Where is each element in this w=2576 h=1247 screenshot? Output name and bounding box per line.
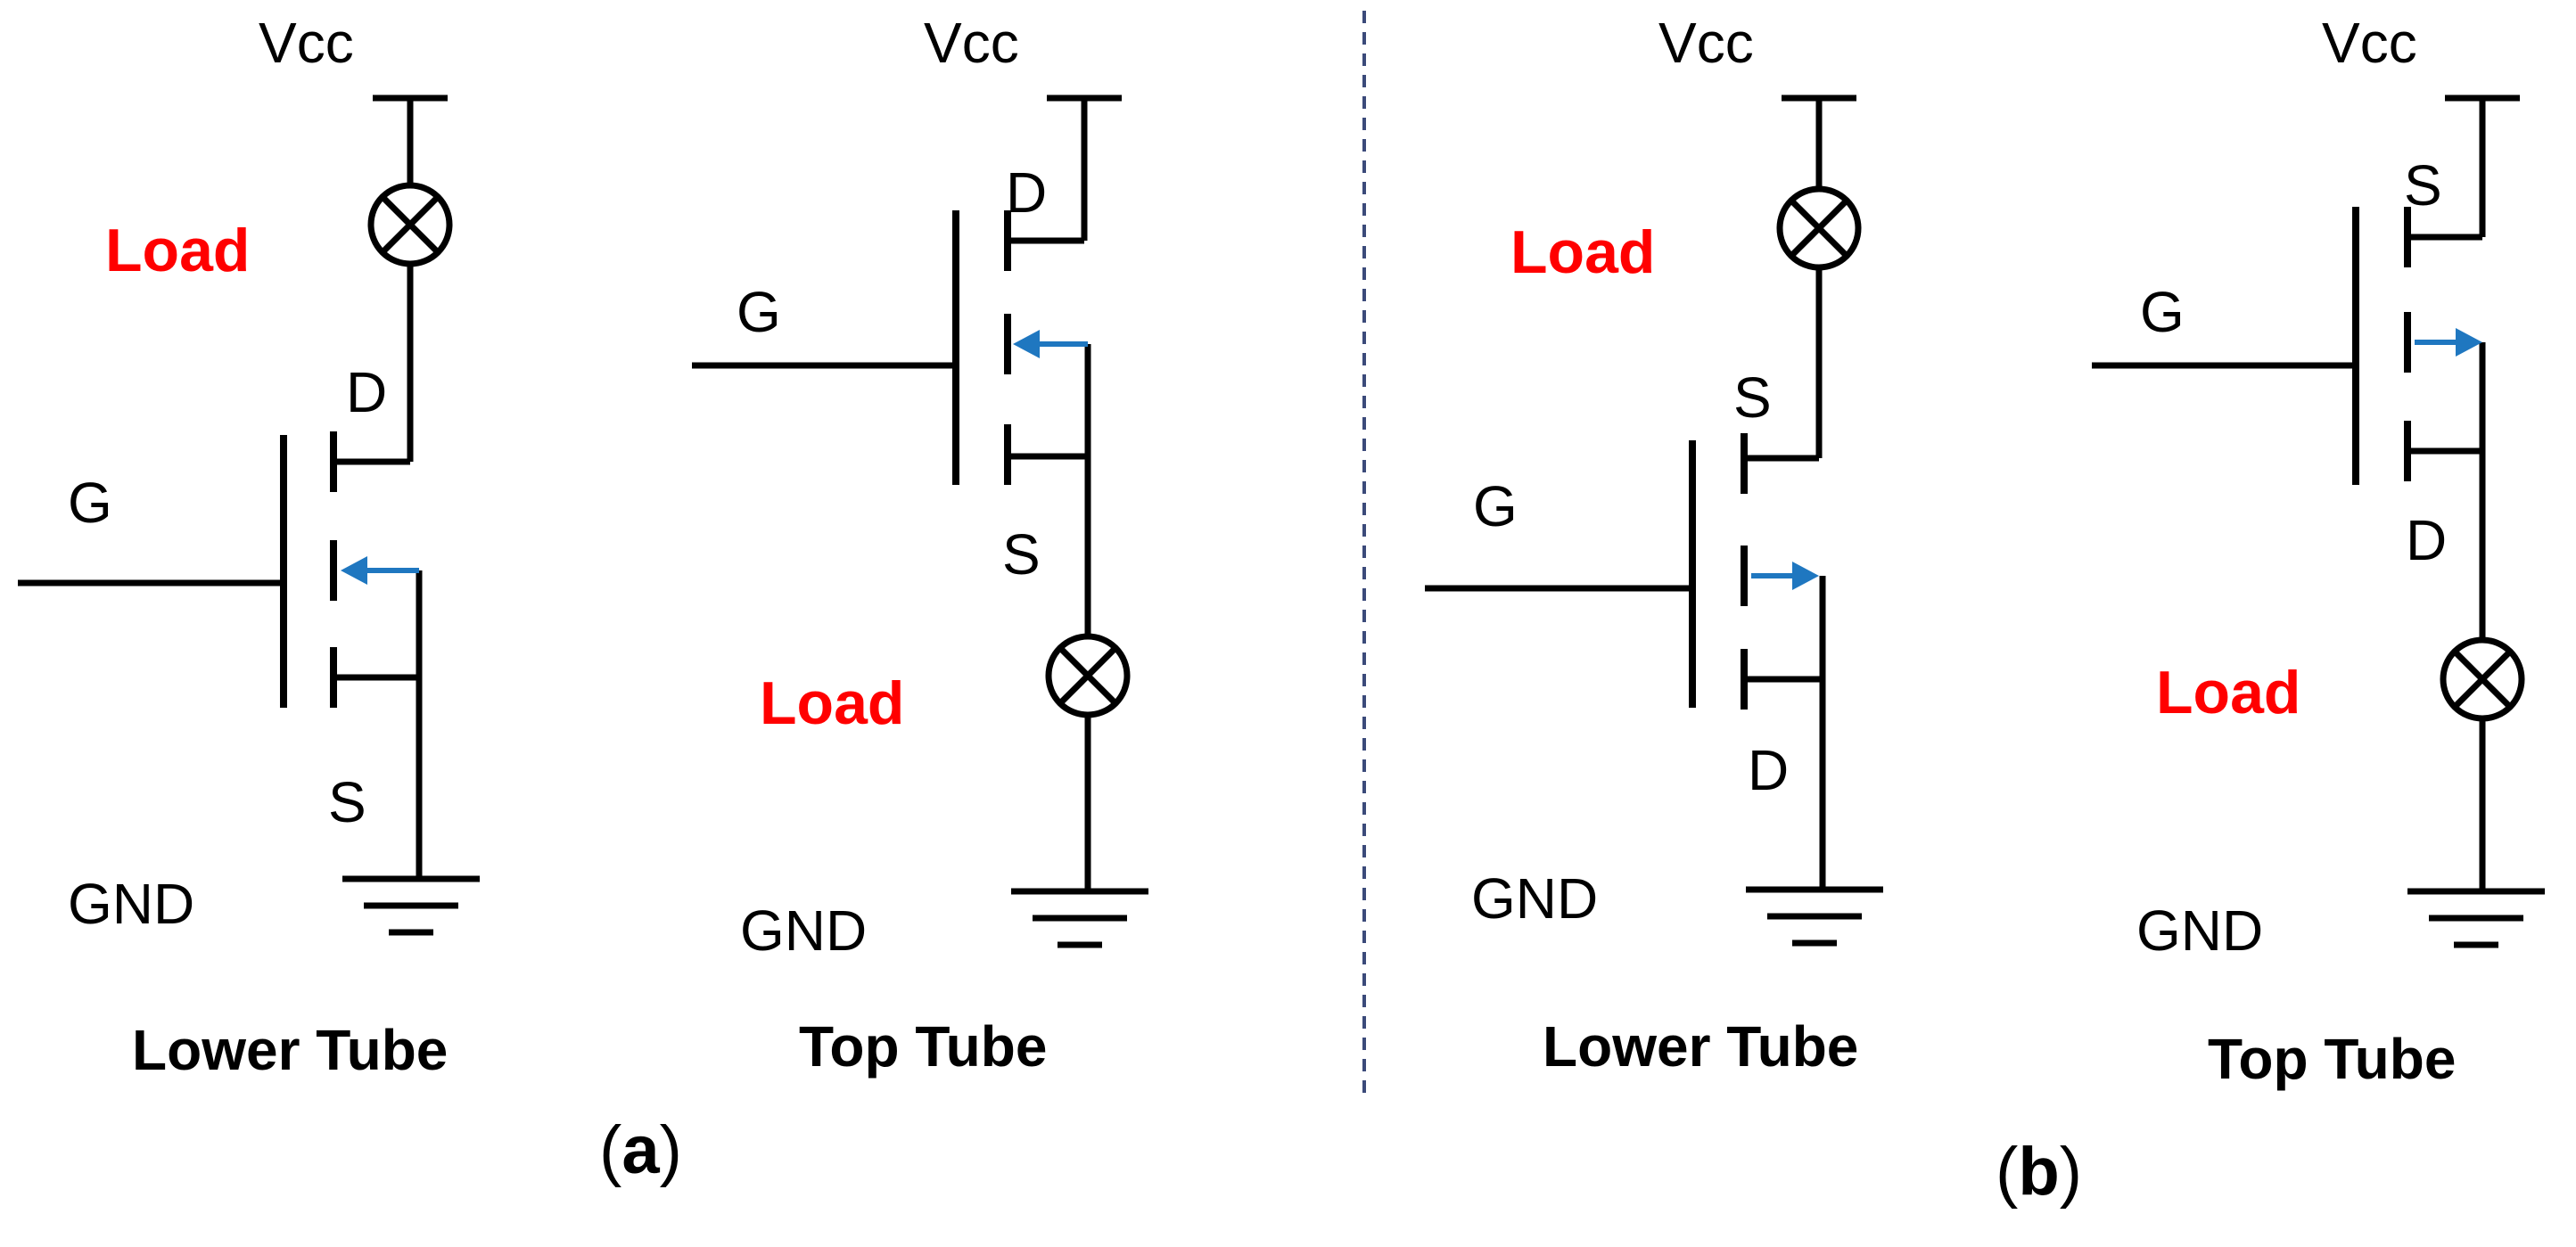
source-label: S [1733, 365, 1772, 430]
load-label: Load [760, 669, 904, 737]
ground-icon [1011, 888, 1148, 948]
circuit-caption: Lower Tube [1543, 1014, 1858, 1079]
gate-label: G [2140, 280, 2185, 344]
drain-label: D [1748, 738, 1789, 802]
gate-label: G [68, 471, 112, 535]
gnd-label: GND [2136, 898, 2263, 963]
source-label: S [2404, 153, 2442, 217]
panel-b-close: ) [2060, 1134, 2082, 1210]
panel-a-close: ) [660, 1112, 682, 1188]
vcc-label: Vcc [924, 11, 1019, 75]
panel-b-letter: b [2018, 1134, 2059, 1210]
circuit-b-lower-tube: Vcc Load S G D GND Lower Tube [1425, 11, 1883, 1079]
circuit-caption: Top Tube [2208, 1027, 2456, 1091]
ground-icon [2407, 888, 2545, 948]
load-label: Load [105, 217, 250, 284]
panel-a-open: ( [599, 1112, 621, 1188]
panel-b-label: (b) [1996, 1134, 2082, 1210]
ground-icon [1746, 886, 1883, 947]
panel-a-letter: a [621, 1112, 660, 1188]
body-arrow-icon [1751, 562, 1819, 590]
gate-label: G [737, 280, 781, 344]
load-label: Load [1510, 218, 1655, 286]
body-arrow-icon [341, 556, 419, 585]
gnd-label: GND [1471, 866, 1598, 931]
circuit-a-top-tube: Vcc D G S Load GND Top Tube [692, 11, 1148, 1079]
vcc-label: Vcc [2322, 11, 2417, 75]
vcc-label: Vcc [1658, 11, 1754, 75]
vcc-label: Vcc [259, 11, 354, 75]
panel-a-label: (a) [599, 1112, 682, 1188]
load-lamp-icon [367, 182, 453, 267]
gnd-label: GND [740, 898, 867, 963]
panel-b-open: ( [1996, 1134, 2018, 1210]
drain-label: D [2406, 508, 2447, 572]
load-label: Load [2156, 659, 2300, 726]
circuit-b-top-tube: Vcc S G D Load GND Top Tube [2092, 11, 2545, 1091]
gate-label: G [1473, 474, 1518, 538]
body-arrow-icon [1013, 330, 1088, 358]
load-lamp-icon [1776, 185, 1862, 271]
source-label: S [1002, 522, 1041, 587]
ground-icon [342, 875, 480, 936]
circuit-caption: Lower Tube [132, 1018, 448, 1082]
circuit-caption: Top Tube [799, 1014, 1047, 1079]
drain-label: D [346, 360, 387, 424]
body-arrow-icon [2415, 328, 2482, 357]
drain-label: D [1006, 160, 1047, 225]
circuit-a-lower-tube: Vcc Load D G S GND Lower Tube [18, 11, 480, 1082]
source-label: S [328, 770, 366, 834]
gnd-label: GND [68, 872, 194, 936]
load-lamp-icon [2440, 636, 2525, 722]
load-lamp-icon [1045, 633, 1131, 718]
